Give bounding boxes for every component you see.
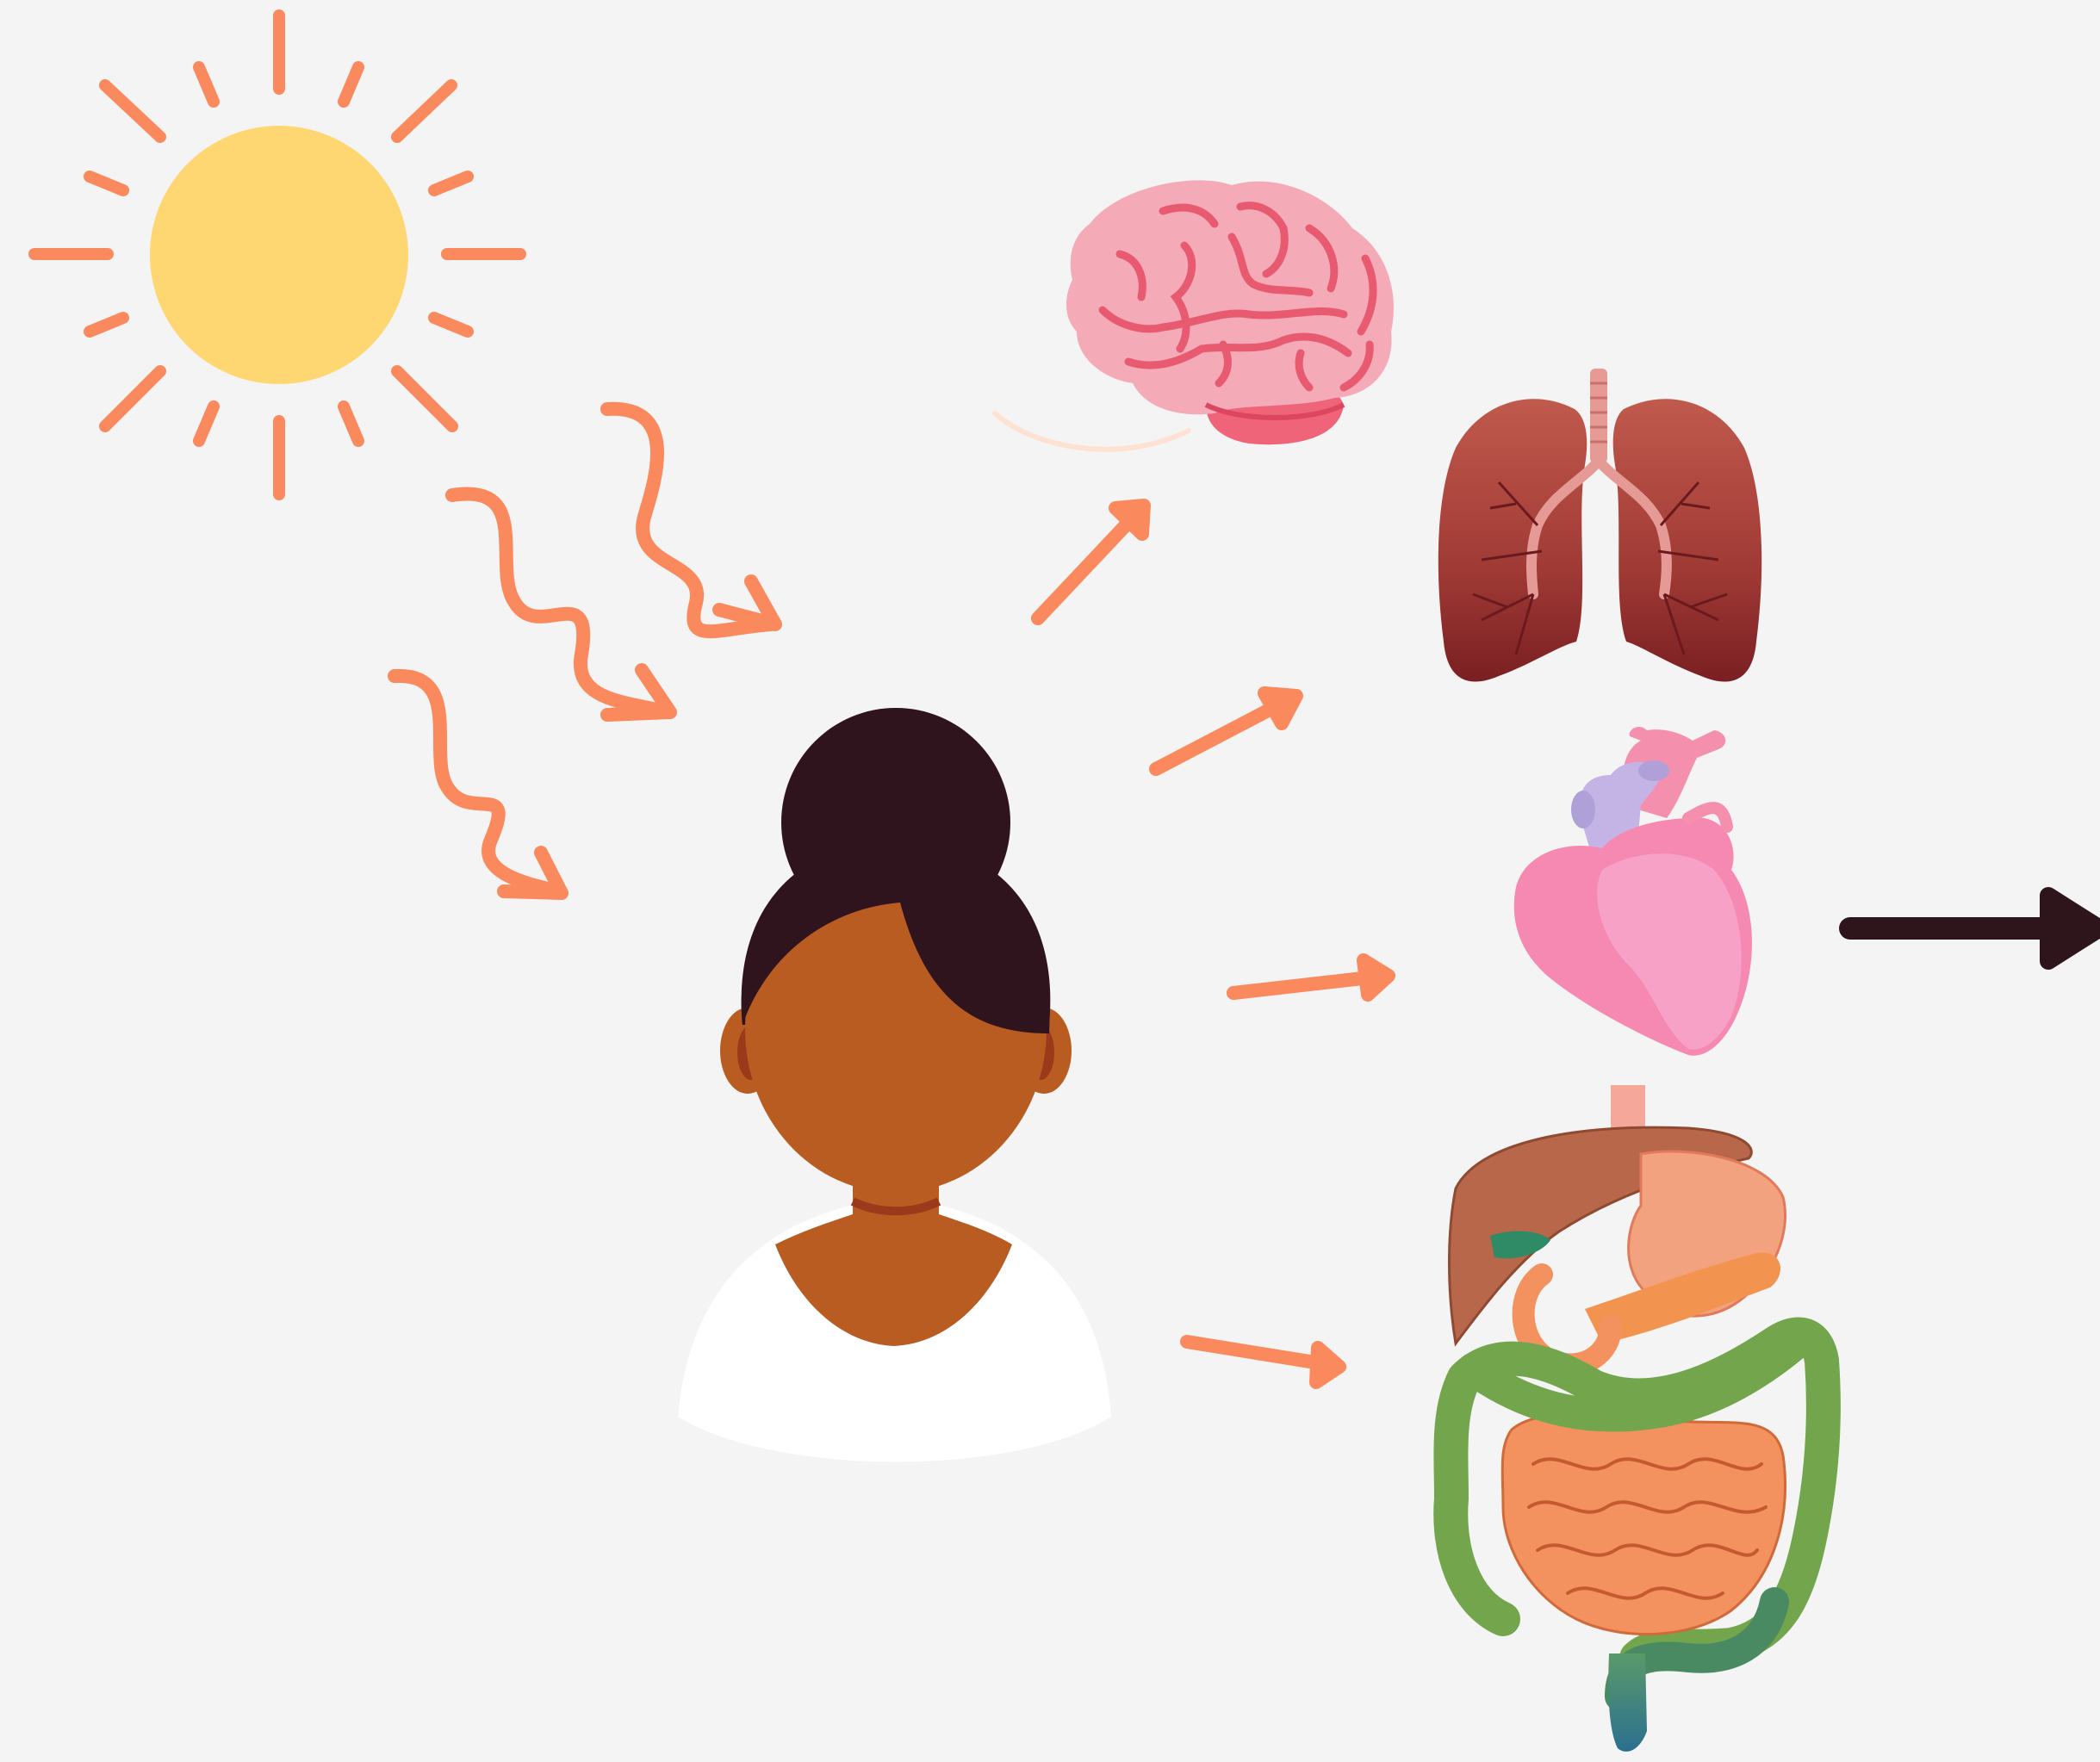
- sun-disc: [150, 126, 408, 384]
- lung-right: [1613, 399, 1762, 681]
- lung-left: [1438, 399, 1587, 681]
- rectum: [1608, 1653, 1647, 1752]
- sun-icon: [34, 16, 520, 494]
